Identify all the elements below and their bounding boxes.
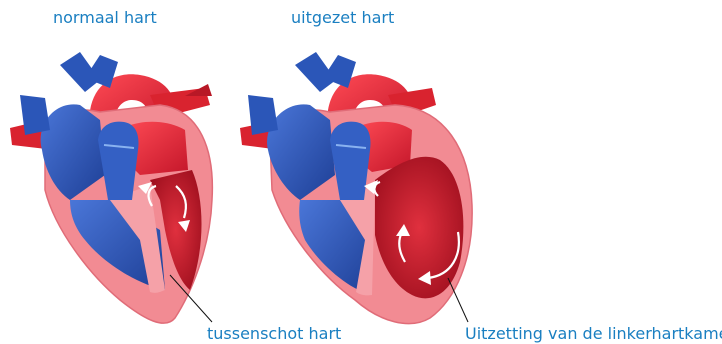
vein-top-dilated-2 bbox=[295, 52, 336, 92]
lv-pointer-line bbox=[448, 278, 468, 322]
superior-vena-cava bbox=[20, 95, 50, 135]
left-ventricle-dilation-label: Uitzetting van de linkerhartkamer bbox=[465, 326, 722, 342]
septum-label: tussenschot hart bbox=[207, 326, 341, 342]
superior-vena-cava-top bbox=[60, 52, 100, 92]
normal-heart bbox=[10, 52, 212, 323]
vena-cava-dilated bbox=[248, 95, 278, 135]
dilated-heart bbox=[240, 52, 472, 324]
pulmonary-branch-right bbox=[185, 84, 212, 96]
